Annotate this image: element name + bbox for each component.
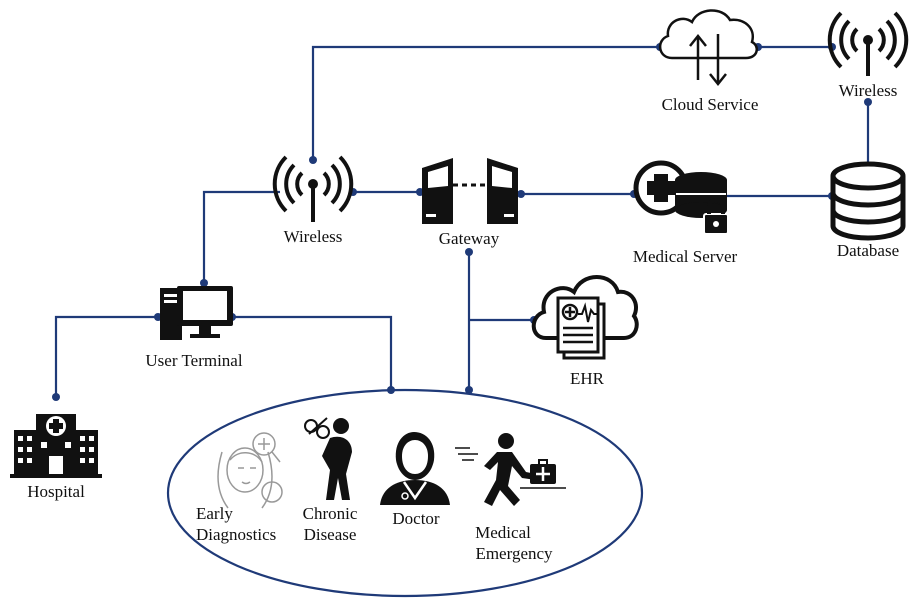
running-person-icon: [455, 433, 566, 506]
database-icon: [830, 161, 906, 241]
user-terminal-node: User Terminal: [145, 286, 243, 370]
cloud-service-label: Cloud Service: [662, 95, 759, 114]
early-diagnostics-line2: Diagnostics: [196, 525, 276, 544]
junction-dot: [52, 393, 60, 401]
link-terminal-ellipse: [232, 315, 393, 390]
computer-icon: [160, 286, 233, 340]
gateway-icon: [422, 158, 518, 224]
hospital-icon: [10, 414, 102, 478]
doctor-item: Doctor: [380, 432, 450, 528]
wireless-left-node: Wireless: [272, 155, 354, 246]
junction-dot: [200, 279, 208, 287]
user-terminal-label: User Terminal: [145, 351, 242, 370]
medical-emergency-item: Medical Emergency: [455, 433, 566, 563]
wireless-left-label: Wireless: [284, 227, 343, 246]
wireless-top-label: Wireless: [839, 81, 898, 100]
woman-face-icon: [217, 432, 283, 509]
hospital-node: Hospital: [10, 414, 102, 501]
gateway-label: Gateway: [439, 229, 500, 248]
applications-ellipse: [166, 388, 644, 598]
junction-dot: [864, 98, 872, 106]
junction-dot: [517, 190, 525, 198]
medical-emergency-line1: Medical: [475, 523, 531, 542]
junction-dot: [309, 156, 317, 164]
chronic-disease-line2: Disease: [304, 525, 357, 544]
link-terminal-hospital: [54, 315, 158, 397]
cloud-sync-icon: [659, 9, 759, 87]
doctor-icon: [380, 432, 450, 505]
early-diagnostics-line1: Early: [196, 504, 233, 523]
doctor-label: Doctor: [392, 509, 440, 528]
link-wireless-cloud: [311, 45, 660, 160]
cloud-service-node: Cloud Service: [659, 9, 759, 114]
ehr-node: EHR: [531, 275, 639, 388]
hospital-label: Hospital: [27, 482, 85, 501]
chronic-disease-line1: Chronic: [303, 504, 358, 523]
medical-server-node: Medical Server: [633, 160, 738, 266]
database-node: Database: [830, 161, 906, 260]
junction-dot: [465, 248, 473, 256]
medical-emergency-line2: Emergency: [475, 544, 553, 563]
link-wireless-terminal: [202, 190, 280, 283]
wireless-top-node: Wireless: [827, 11, 909, 100]
applications-group: Early Diagnostics Chronic Disease: [166, 388, 644, 598]
wireless-icon: [827, 11, 909, 76]
chronic-pain-person-icon: [304, 417, 352, 500]
ehr-label: EHR: [570, 369, 605, 388]
database-label: Database: [837, 241, 899, 260]
early-diagnostics-item: Early Diagnostics: [196, 432, 283, 544]
gateway-node: Gateway: [422, 158, 518, 248]
chronic-disease-item: Chronic Disease: [303, 417, 358, 544]
medical-server-label: Medical Server: [633, 247, 738, 266]
medical-server-icon: [633, 160, 729, 235]
wireless-icon: [272, 155, 354, 222]
ehr-cloud-icon: [531, 275, 639, 360]
junction-dot: [465, 386, 473, 394]
